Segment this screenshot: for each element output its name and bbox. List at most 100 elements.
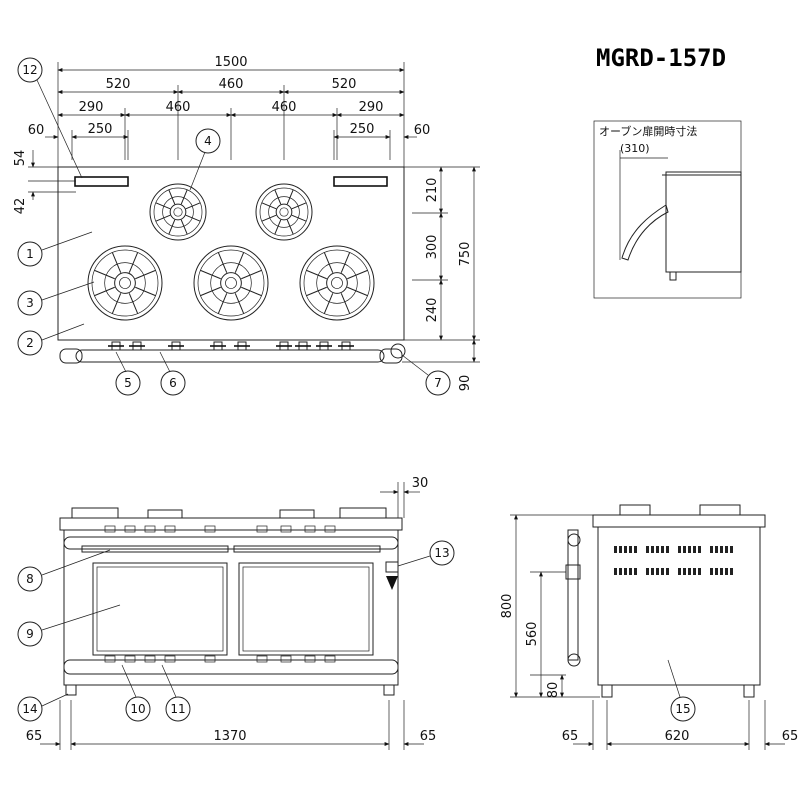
callouts: 12 4 1 3 2 5 6 7 8 9 13 14 10 11 15 (17, 57, 696, 722)
note-title: オーブン扉開時寸法 (599, 124, 697, 138)
callout-2-label: 2 (26, 336, 34, 350)
front-grate-1 (71, 507, 119, 519)
callout-3: 3 (17, 281, 95, 316)
knob (108, 341, 124, 351)
dim-front-center: 1370 (213, 729, 246, 744)
knob (129, 341, 145, 351)
front-knob-low (256, 655, 268, 663)
front-knob (144, 525, 156, 533)
callout-7-label: 7 (434, 376, 442, 390)
handle-right (233, 545, 381, 553)
callout-5-label: 5 (124, 376, 132, 390)
callout-7: 7 (401, 354, 451, 396)
dim-seg-mid-2: 460 (166, 100, 191, 115)
callout-12-label: 12 (22, 63, 37, 77)
dim-depth-2: 300 (425, 235, 440, 260)
dim-edge-left: 60 (28, 123, 45, 138)
vent-slot-group (710, 568, 733, 575)
note-foot (669, 271, 677, 281)
vent-slot-group (678, 568, 701, 575)
side-body (597, 526, 761, 686)
callout-6-label: 6 (169, 376, 177, 390)
top-view: 1500 520 460 520 290 460 460 290 (13, 55, 480, 391)
callout-9-label: 9 (26, 627, 34, 641)
dim-left-small-2: 42 (13, 198, 28, 215)
callout-8-label: 8 (26, 572, 34, 586)
front-knob (164, 525, 176, 533)
front-knob (124, 525, 136, 533)
dim-side-mid: 560 (525, 622, 540, 647)
dim-seg-top-3: 520 (332, 77, 357, 92)
knob (338, 341, 354, 351)
dim-side-height: 800 (500, 594, 515, 619)
vent-left (74, 176, 129, 187)
burner-large-3 (299, 245, 375, 321)
note-value: (310) (620, 142, 650, 155)
handle-left (81, 545, 229, 553)
dim-side-left: 65 (562, 729, 579, 744)
knob (234, 341, 250, 351)
dim-side-center: 620 (665, 729, 690, 744)
side-vents (614, 546, 733, 575)
vent-slot-group (710, 546, 733, 553)
side-top (592, 514, 766, 528)
knob (168, 341, 184, 351)
dim-left-small-1: 54 (13, 150, 28, 167)
knob (295, 341, 311, 351)
callout-11: 11 (161, 664, 191, 722)
dim-seg-mid-4: 290 (359, 100, 384, 115)
callout-5: 5 (115, 351, 141, 396)
callout-4: 4 (189, 128, 221, 191)
top-dimensions: 1500 520 460 520 290 460 460 290 (13, 55, 480, 391)
front-knob-low (104, 655, 116, 663)
front-rail (75, 349, 385, 363)
foot-right (383, 684, 395, 696)
front-grate-4 (339, 507, 387, 519)
small-burners (149, 183, 313, 241)
oven-door-left (92, 562, 228, 656)
callout-1: 1 (17, 231, 93, 267)
callout-4-label: 4 (204, 134, 212, 148)
dim-depth-3: 240 (425, 298, 440, 323)
dim-depth-1: 210 (425, 178, 440, 203)
knob (210, 341, 226, 351)
callout-12: 12 (17, 57, 83, 179)
oven-door-right (238, 562, 374, 656)
front-grate-2 (147, 509, 183, 519)
callout-15: 15 (667, 659, 696, 722)
dim-seg-mid-3: 460 (272, 100, 297, 115)
burner-small-2 (255, 183, 313, 241)
burner-small-1 (149, 183, 207, 241)
callout-8: 8 (17, 549, 111, 592)
gas-inlet (390, 343, 406, 359)
callout-13-label: 13 (434, 546, 449, 560)
vent-right (333, 176, 388, 187)
front-knob (280, 525, 292, 533)
front-knob (204, 525, 216, 533)
dim-overall-depth: 750 (458, 242, 473, 267)
callout-15-label: 15 (675, 702, 690, 716)
side-foot-rear (743, 684, 755, 698)
front-rail-bottom (63, 659, 399, 675)
side-dimensions: 800 560 80 65 620 65 (500, 514, 798, 750)
gas-arrow (386, 576, 398, 590)
callout-14: 14 (17, 693, 69, 722)
front-dimensions: 30 65 1370 65 (26, 476, 436, 750)
dim-bottom-extra: 90 (458, 375, 473, 392)
dim-front-left: 65 (26, 729, 43, 744)
side-foot-front (601, 684, 613, 698)
oven-side (665, 171, 742, 273)
front-knob-low (324, 655, 336, 663)
front-knob-low (144, 655, 156, 663)
vent-slot-group (646, 546, 669, 553)
callout-2: 2 (17, 323, 85, 356)
dim-top-right-gap: 30 (412, 476, 429, 491)
front-knob-low (304, 655, 316, 663)
cooktop-outline (57, 166, 405, 341)
front-body (63, 529, 399, 686)
dim-seg-top-2: 460 (219, 77, 244, 92)
front-knob-low (164, 655, 176, 663)
front-knob (104, 525, 116, 533)
